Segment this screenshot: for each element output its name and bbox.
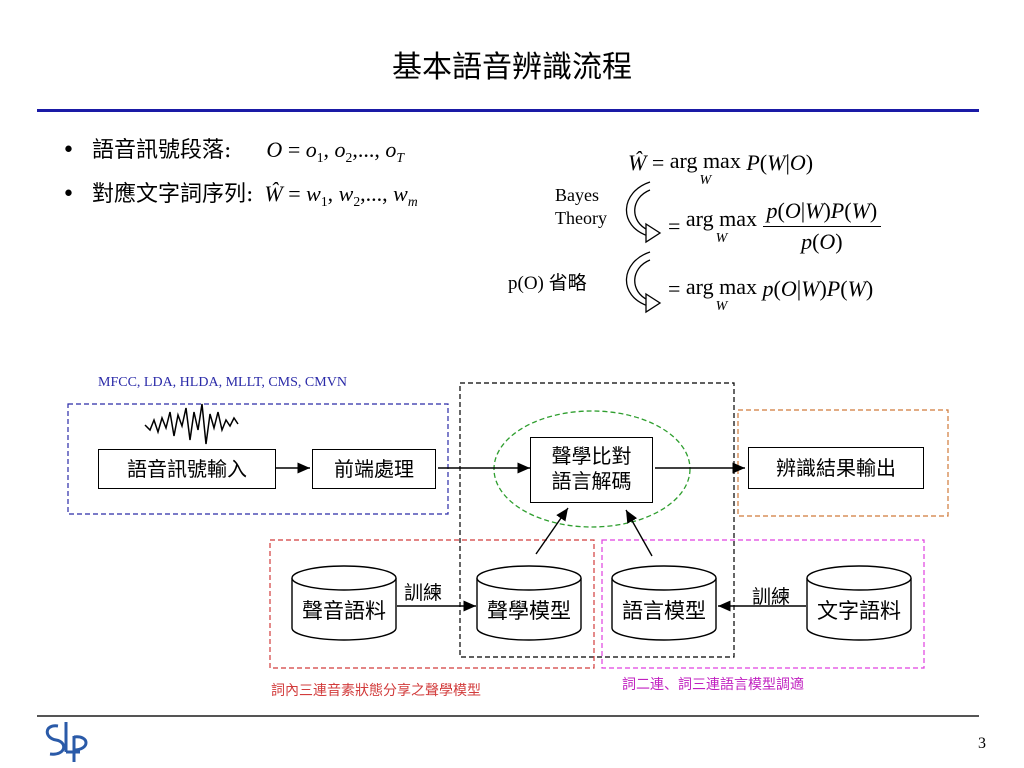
decoder-region xyxy=(459,382,735,658)
observation-sequence: O = o1, o2,..., oT xyxy=(266,137,404,165)
features-label: MFCC, LDA, HLDA, MLLT, CMS, CMVN xyxy=(98,375,347,390)
arrow-acoustic-model-to-decoder xyxy=(535,507,569,555)
speech-input-box: 語音訊號輸入 xyxy=(98,449,276,489)
acoustic-model-label: 聲學模型 xyxy=(487,599,571,623)
word-sequence: Ŵ = w1, w2,..., wm xyxy=(264,181,418,209)
acoustic-model-region xyxy=(269,539,595,669)
front-end-region xyxy=(67,403,449,515)
decoder-ellipse xyxy=(493,410,691,528)
bayes-fraction: p(O|W)P(W) p(O) xyxy=(762,198,882,255)
bayes-curve-arrowhead xyxy=(645,222,662,244)
bullet-dot: • xyxy=(62,182,75,207)
bayes-curve-arrow-inner xyxy=(634,189,651,231)
cylinder-acoustic-corpus xyxy=(291,565,397,641)
decoder-box: 聲學比對 語言解碼 xyxy=(530,437,653,503)
front-end-box: 前端處理 xyxy=(312,449,436,489)
bayes-curve-arrow xyxy=(625,181,651,237)
language-model-note: 詞二連、詞三連語言模型調適 xyxy=(622,677,804,693)
cylinder-language-model xyxy=(611,565,717,641)
train-label-language: 訓練 xyxy=(752,586,791,608)
page-title: 基本語音辨識流程 xyxy=(392,50,632,85)
language-model-region xyxy=(601,539,925,669)
bayes-theory-label: Bayes Theory xyxy=(555,185,607,229)
page-number: 3 xyxy=(978,735,986,752)
omit-curve-arrowhead xyxy=(645,292,662,314)
acoustic-model-note: 詞內三連音素狀態分享之聲學模型 xyxy=(271,683,481,699)
bullet-word-sequence: • 對應文字詞序列: Ŵ = w1, w2,..., wm xyxy=(62,176,418,210)
footer-rule xyxy=(37,715,979,717)
train-label-acoustic: 訓練 xyxy=(404,582,443,604)
bullet-label: 語音訊號段落: xyxy=(92,138,232,163)
omit-curve-arrow-inner xyxy=(634,259,651,301)
cylinder-text-corpus xyxy=(806,565,912,641)
language-model-label: 語言模型 xyxy=(622,599,706,623)
slp-logo-icon xyxy=(45,722,88,762)
bullet-dot: • xyxy=(62,138,75,163)
recognition-output-box: 辨識結果輸出 xyxy=(748,447,924,489)
omit-curve-arrow xyxy=(625,251,651,307)
omit-label: p(O) 省略 xyxy=(508,273,587,294)
title-rule xyxy=(37,109,979,112)
waveform-icon xyxy=(144,403,239,445)
cylinder-acoustic-model xyxy=(476,565,582,641)
acoustic-corpus-label: 聲音語料 xyxy=(302,599,386,623)
arrow-language-model-to-decoder xyxy=(625,509,653,557)
bullet-label: 對應文字詞序列: xyxy=(92,182,254,207)
text-corpus-label: 文字語料 xyxy=(817,599,901,623)
bullet-speech-segment: • 語音訊號段落: O = o1, o2,..., oT xyxy=(62,132,404,166)
